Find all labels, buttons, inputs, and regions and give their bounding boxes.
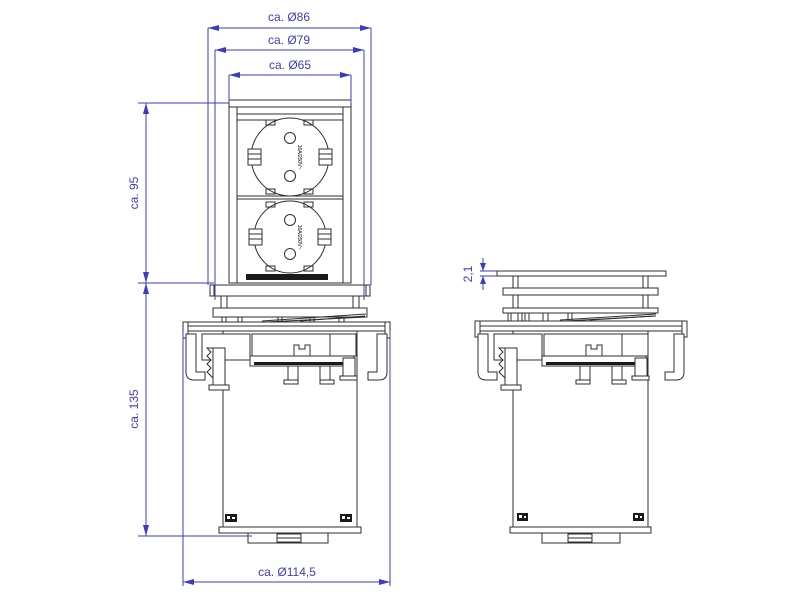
dim-label-dia86: ca. Ø86 bbox=[268, 10, 310, 24]
outer-hook-left bbox=[477, 333, 498, 381]
outer-hook-left bbox=[185, 333, 206, 381]
mounting-flange bbox=[474, 320, 688, 338]
socket-rating-label: 16A/250V~ bbox=[296, 145, 302, 170]
dimension-height-95: ca. 95 bbox=[127, 102, 229, 284]
dim-label-dia65: ca. Ø65 bbox=[269, 58, 311, 72]
pin-hole bbox=[284, 132, 296, 144]
dimension-height-135: ca. 135 bbox=[127, 283, 252, 537]
coiled-cable-hatch bbox=[261, 313, 367, 323]
body-bottom-rim bbox=[509, 526, 652, 534]
retracted-view bbox=[474, 270, 688, 544]
pin-hole bbox=[284, 214, 296, 226]
guide-ring bbox=[502, 307, 659, 314]
guide-ring bbox=[212, 307, 368, 318]
stamp-label bbox=[340, 514, 352, 522]
dimension-dia-79: ca. Ø79 bbox=[214, 33, 365, 300]
lid-ring-stack bbox=[496, 270, 667, 322]
serrated-clip bbox=[205, 347, 214, 380]
schuko-socket-1: 16A/250V~ bbox=[247, 117, 333, 197]
serrated-clip bbox=[497, 347, 506, 380]
pin-hole bbox=[284, 248, 296, 260]
schuko-socket-2: 16A/250V~ bbox=[248, 200, 332, 274]
outer-hook-right bbox=[664, 333, 685, 381]
mounting-flange bbox=[182, 321, 391, 339]
stamp-label bbox=[517, 513, 528, 521]
lid-plate bbox=[209, 284, 371, 297]
dim-label-135: ca. 135 bbox=[127, 389, 141, 429]
earth-clip-right bbox=[318, 148, 333, 166]
dimensions: ca. Ø86 ca. Ø79 ca. Ø65 ca. 95 bbox=[127, 10, 497, 586]
dim-label-95: ca. 95 bbox=[127, 176, 141, 209]
body-bottom-rim bbox=[218, 526, 362, 534]
pin-hole bbox=[284, 170, 296, 182]
extended-view: 16A/250V~ 16A/250V~ bbox=[182, 99, 391, 544]
lid-plate bbox=[496, 270, 667, 277]
socket-rating-label: 16A/250V~ bbox=[296, 225, 302, 250]
mounting-clips bbox=[185, 333, 388, 391]
earth-clip-right bbox=[317, 228, 332, 246]
stamp-label bbox=[633, 513, 644, 521]
coiled-cable-hatch bbox=[559, 313, 657, 322]
dimension-dia-114: ca. Ø114,5 bbox=[182, 331, 391, 586]
outer-hook-right bbox=[367, 333, 388, 381]
dimension-dia-65: ca. Ø65 bbox=[228, 58, 352, 103]
dimension-lid-thickness: 2,1 bbox=[461, 258, 497, 290]
stamp-label bbox=[225, 514, 237, 522]
dim-label-21: 2,1 bbox=[461, 265, 475, 282]
dim-label-dia79: ca. Ø79 bbox=[268, 33, 310, 47]
dimension-dia-86: ca. Ø86 bbox=[207, 10, 372, 285]
earth-clip-left bbox=[248, 228, 263, 246]
dim-label-dia114: ca. Ø114,5 bbox=[258, 565, 316, 579]
earth-clip-left bbox=[247, 148, 262, 166]
mounting-clips bbox=[477, 333, 685, 391]
lid-ring-stack bbox=[209, 284, 371, 323]
